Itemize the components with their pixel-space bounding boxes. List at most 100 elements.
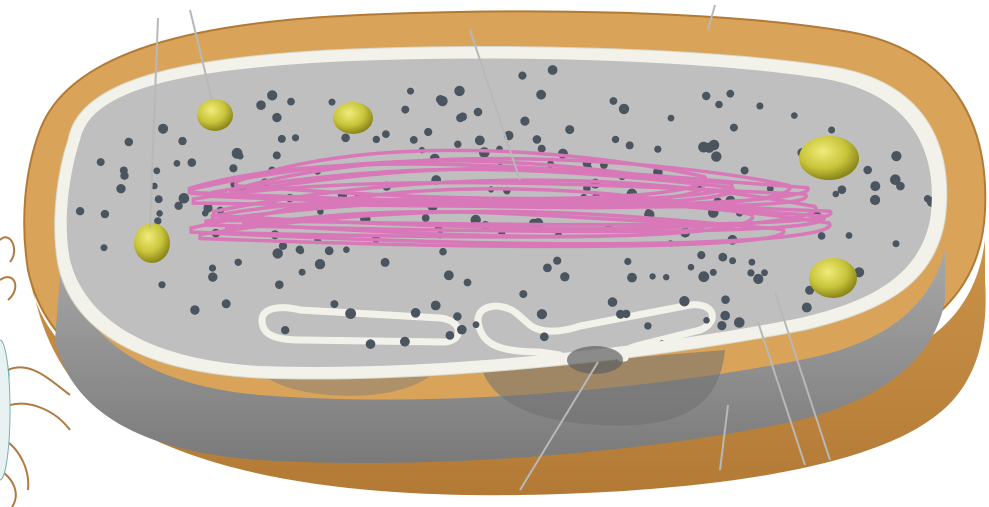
ribosome bbox=[538, 145, 546, 153]
granule bbox=[134, 223, 170, 263]
ribosome bbox=[518, 72, 526, 80]
ribosome bbox=[453, 312, 461, 320]
ribosome bbox=[720, 311, 730, 321]
ribosome bbox=[156, 210, 163, 217]
ribosome bbox=[178, 137, 186, 145]
ribosome bbox=[400, 337, 410, 347]
ribosome bbox=[475, 136, 485, 146]
ribosome bbox=[382, 130, 390, 138]
ribosome bbox=[718, 253, 727, 262]
ribosome bbox=[174, 160, 181, 167]
ribosome bbox=[235, 259, 242, 266]
ribosome bbox=[896, 182, 905, 191]
ribosome bbox=[222, 299, 231, 308]
ribosome bbox=[608, 297, 618, 307]
ribosome bbox=[828, 127, 835, 134]
ribosome bbox=[654, 146, 661, 153]
ribosome bbox=[802, 303, 812, 313]
ribosome bbox=[101, 210, 109, 218]
ribosome bbox=[315, 259, 325, 269]
ribosome bbox=[101, 244, 108, 251]
ribosome bbox=[645, 209, 652, 216]
ribosome bbox=[870, 195, 880, 205]
ribosome bbox=[649, 273, 655, 279]
ribosome bbox=[273, 151, 281, 159]
ribosome bbox=[373, 136, 380, 143]
ribosome bbox=[863, 166, 872, 175]
ribosome bbox=[431, 301, 441, 311]
ribosome bbox=[543, 264, 552, 273]
ribosome bbox=[612, 136, 619, 143]
ribosome bbox=[610, 97, 618, 105]
ribosome bbox=[446, 331, 455, 340]
ribosome bbox=[710, 269, 717, 276]
ribosome bbox=[540, 332, 549, 341]
ribosome bbox=[174, 202, 182, 210]
ribosome bbox=[624, 258, 631, 265]
ribosome bbox=[329, 99, 336, 106]
ribosome bbox=[749, 259, 756, 266]
ribosome bbox=[536, 90, 546, 100]
ribosome bbox=[208, 272, 217, 281]
ribosome bbox=[411, 308, 421, 318]
ribosome bbox=[533, 135, 542, 144]
ribosome bbox=[407, 88, 414, 95]
ribosome bbox=[519, 290, 527, 298]
ribosome bbox=[846, 232, 853, 239]
ribosome bbox=[679, 296, 689, 306]
ribosome bbox=[116, 184, 125, 193]
ribosome bbox=[838, 185, 847, 194]
ribosome bbox=[155, 195, 163, 203]
ribosome bbox=[188, 158, 197, 167]
ribosome bbox=[537, 309, 547, 319]
ribosome bbox=[741, 167, 749, 175]
ribosome bbox=[292, 134, 299, 141]
ribosome bbox=[209, 265, 216, 272]
ribosome bbox=[275, 280, 284, 289]
ribosome bbox=[697, 251, 705, 259]
ribosome bbox=[464, 279, 472, 287]
ribosome bbox=[287, 98, 295, 106]
ribosome bbox=[401, 106, 409, 114]
ribosome bbox=[190, 305, 199, 314]
ribosome bbox=[688, 264, 695, 271]
ribosome bbox=[729, 257, 736, 264]
ribosome bbox=[299, 269, 306, 276]
ribosome bbox=[454, 141, 461, 148]
ribosome bbox=[730, 124, 738, 132]
ribosome bbox=[436, 95, 445, 104]
ribosome bbox=[256, 100, 266, 110]
ribosome bbox=[616, 310, 625, 319]
ribosome bbox=[698, 271, 709, 282]
ribosome bbox=[125, 138, 134, 147]
granule bbox=[197, 99, 233, 131]
ribosome bbox=[791, 112, 798, 119]
ribosome bbox=[473, 321, 480, 328]
ribosome bbox=[548, 65, 558, 75]
ribosome bbox=[717, 321, 726, 330]
ribosome bbox=[158, 124, 168, 134]
ribosome bbox=[76, 207, 84, 215]
ribosome bbox=[366, 339, 376, 349]
ribosome bbox=[278, 135, 286, 143]
ribosome bbox=[627, 273, 637, 283]
granule bbox=[799, 136, 859, 180]
ribosome bbox=[520, 117, 529, 126]
ribosome bbox=[553, 257, 561, 265]
ribosome bbox=[120, 167, 128, 175]
ribosome bbox=[833, 191, 840, 198]
ribosome bbox=[702, 92, 710, 100]
ribosome bbox=[229, 164, 237, 172]
ribosome bbox=[818, 232, 826, 240]
ribosome bbox=[721, 295, 730, 304]
ribosome bbox=[381, 258, 390, 267]
ribosome bbox=[158, 281, 165, 288]
ribosome bbox=[734, 317, 745, 328]
ribosome bbox=[619, 104, 629, 114]
ribosome bbox=[97, 158, 105, 166]
granule bbox=[333, 102, 373, 134]
ribosome bbox=[626, 141, 634, 149]
ribosome bbox=[325, 246, 334, 255]
ribosome bbox=[715, 101, 723, 109]
ribosome bbox=[698, 142, 709, 153]
